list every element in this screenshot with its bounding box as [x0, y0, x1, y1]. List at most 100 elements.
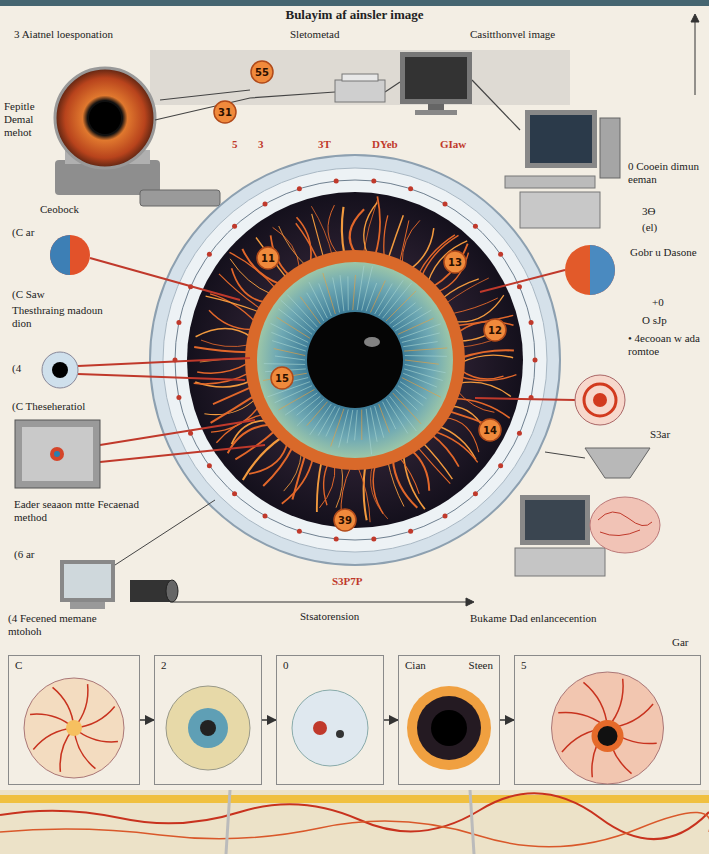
- callout-number: 5: [232, 138, 238, 151]
- iris-fibre: [347, 410, 353, 443]
- panel-text-row: C: [13, 659, 135, 672]
- rim-dot: [263, 513, 268, 518]
- iris-vein: [454, 295, 504, 322]
- rim-dot: [207, 463, 212, 468]
- iris-fibre: [404, 369, 443, 381]
- panel-frame: [515, 656, 701, 785]
- callout-number: 55: [255, 67, 269, 78]
- screen-panel: [15, 420, 100, 488]
- iris-vein: [399, 220, 409, 263]
- probe-device: [140, 190, 220, 206]
- rim-dot: [473, 224, 478, 229]
- panel-label: 0: [281, 659, 291, 672]
- image-panel: 0: [276, 655, 384, 785]
- panel-text-row: CianSteen: [403, 659, 495, 672]
- iris-vein: [388, 215, 403, 259]
- panel-label: Steen: [467, 659, 495, 672]
- panel-frame: [9, 656, 140, 785]
- macula: [598, 726, 618, 746]
- top-bar: [0, 0, 709, 6]
- part-label: 0 Cooein dimun eeman: [628, 160, 704, 186]
- iris-fibre: [333, 278, 340, 313]
- panel-shape: [8, 655, 140, 785]
- flow-arrow: [262, 719, 276, 721]
- part-label: S3ar: [650, 428, 670, 441]
- globe-dot: [336, 730, 344, 738]
- scale-arrow: [691, 14, 699, 95]
- rim-dot: [371, 537, 376, 542]
- iris-vein: [216, 414, 264, 442]
- iris-vein: [219, 274, 262, 310]
- part-label: (C ar: [12, 226, 34, 239]
- rim-dot: [371, 178, 376, 183]
- iris-fibre: [353, 275, 356, 310]
- callout-circle: 55: [250, 60, 274, 84]
- part-label: Thesthraing madoun dion: [12, 304, 108, 330]
- callout-number: S3P7P: [332, 575, 363, 588]
- iris-fibre: [355, 410, 358, 440]
- part-label: Gar: [672, 636, 689, 649]
- rim-dot: [473, 491, 478, 496]
- callout-number: DYeb: [372, 138, 398, 151]
- rim-dot: [232, 491, 237, 496]
- iris-vein: [442, 279, 479, 299]
- rim-dot: [529, 320, 534, 325]
- callout-circle: 15: [270, 366, 294, 390]
- pupil-view: [431, 710, 467, 746]
- panel-frame: [277, 656, 384, 785]
- iris-vein: [297, 217, 312, 264]
- callout-number: 11: [261, 253, 275, 264]
- callout-number: 14: [483, 425, 497, 436]
- part-label: Ceobock: [40, 203, 79, 216]
- iris-fibre: [347, 276, 348, 310]
- panel-text-row: 2: [159, 659, 257, 672]
- callout-circle: 14: [478, 418, 502, 442]
- iris-vein: [411, 450, 429, 491]
- iris-vein: [263, 446, 293, 486]
- iris-fibre: [285, 393, 317, 415]
- iris-vein: [328, 205, 339, 255]
- callout-number: 39: [338, 515, 352, 526]
- rim-dot: [334, 178, 339, 183]
- tissue-strip: [0, 790, 709, 854]
- callout-number: 12: [488, 325, 502, 336]
- panel-shape: [276, 655, 384, 785]
- iris-fibre: [340, 275, 344, 311]
- iris-fibre: [402, 378, 441, 398]
- part-label: (6 ar: [14, 548, 34, 561]
- iris-vein: [458, 382, 511, 396]
- iris-vein: [444, 418, 479, 453]
- computer-right: [505, 110, 620, 228]
- iris-fibre: [361, 410, 362, 440]
- iris-vein: [201, 340, 250, 346]
- part-label: Eader seaaon mtte Fecaenad method: [14, 498, 144, 524]
- rim-dot: [232, 224, 237, 229]
- rim-dot: [498, 463, 503, 468]
- iris-vein: [311, 206, 332, 256]
- iris-fibre: [400, 324, 441, 338]
- callout-circle-fill: [444, 251, 466, 273]
- leader-lines: [78, 258, 575, 462]
- iris-fibre: [270, 323, 308, 342]
- iris-vein: [417, 446, 451, 483]
- panel-frame: [155, 656, 262, 785]
- rim-dot: [498, 252, 503, 257]
- iris-vein: [363, 200, 377, 254]
- rim-dot: [517, 431, 522, 436]
- iris-vein: [388, 461, 404, 507]
- panel-shape: [514, 655, 701, 785]
- part-label: (C Saw: [12, 288, 45, 301]
- globe: [292, 690, 368, 766]
- iris-fibre: [362, 266, 373, 310]
- pupil-view: [417, 696, 481, 760]
- callout-number: 31: [218, 107, 232, 118]
- iris-vein: [296, 223, 318, 260]
- iris-vein: [451, 298, 498, 314]
- rim-dot: [297, 186, 302, 191]
- rim-dot: [408, 186, 413, 191]
- iris-vein: [384, 215, 388, 258]
- part-label: +0: [652, 296, 664, 309]
- lens: [200, 720, 216, 736]
- callout-number: 3T: [318, 138, 331, 151]
- retina: [24, 678, 124, 778]
